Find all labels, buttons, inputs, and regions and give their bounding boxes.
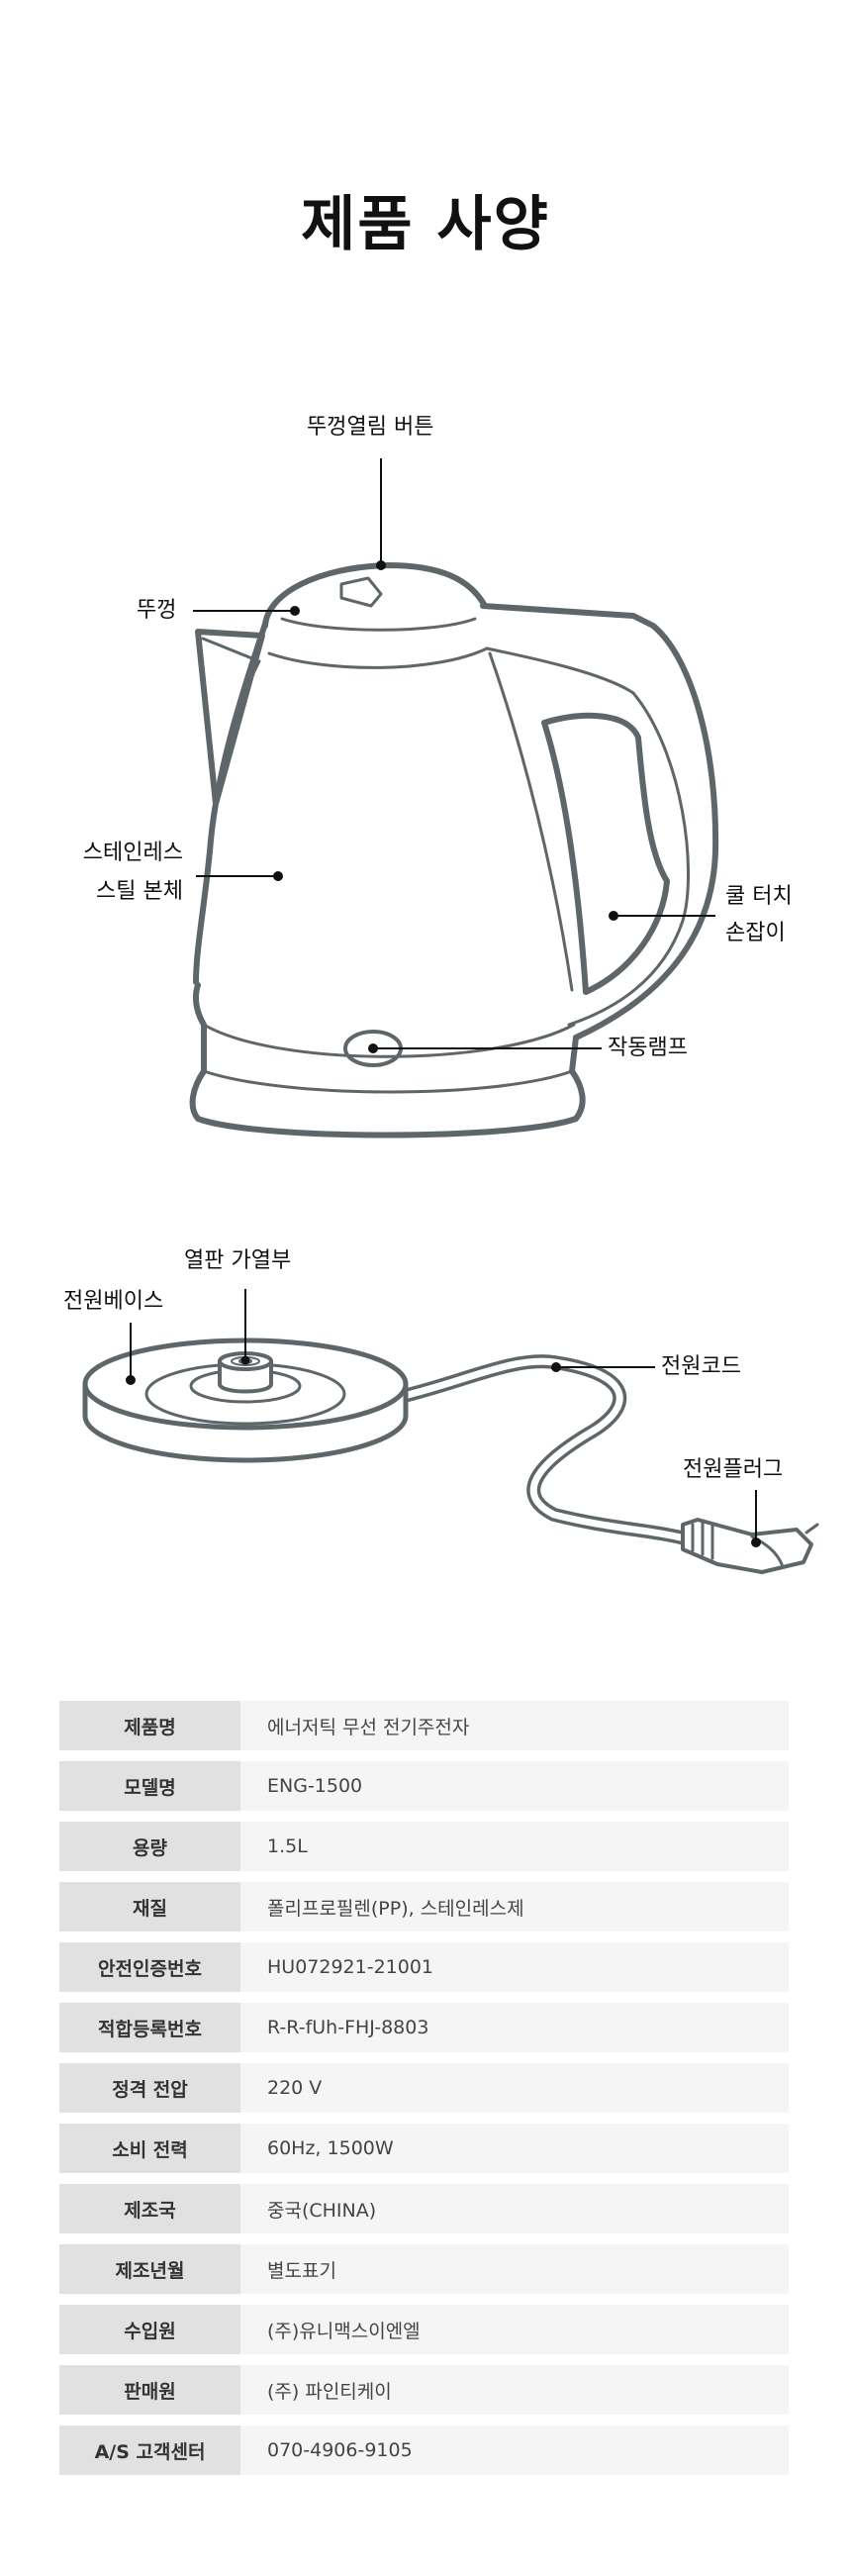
kettle-spout: [195, 629, 265, 807]
label-body-line1: 스테인레스: [82, 841, 183, 865]
spec-label: 제품명: [59, 1701, 240, 1750]
label-lamp: 작동램프: [608, 1036, 688, 1060]
kettle-top-cap: [480, 603, 719, 1040]
kettle-band: [202, 1023, 576, 1094]
kettle-body-right: [488, 651, 574, 992]
spec-value: R-R-fUh-FHJ-8803: [240, 2003, 789, 2052]
label-power-base: 전원베이스: [63, 1289, 164, 1314]
spec-label: 정격 전압: [59, 2063, 240, 2113]
spec-label: 소비 전력: [59, 2124, 240, 2173]
page-title: 제품 사양: [301, 190, 550, 259]
spec-label: 판매원: [59, 2365, 240, 2415]
spec-value: ENG-1500: [240, 1761, 789, 1811]
label-body-line2: 스틸 본체: [96, 879, 183, 904]
spec-label: 적합등록번호: [59, 2003, 240, 2052]
spec-value: 별도표기: [240, 2244, 789, 2294]
spec-value: 070-4906-9105: [240, 2426, 789, 2475]
label-handle-line1: 쿨 터치: [725, 884, 793, 909]
spec-value: 1.5L: [240, 1822, 789, 1871]
kettle-handle-seam: [485, 646, 691, 1027]
kettle-handle-opening: [541, 712, 670, 995]
kettle-lid: [262, 562, 488, 629]
spec-value: HU072921-21001: [240, 1942, 789, 1992]
spec-label: 재질: [59, 1882, 240, 1932]
spec-label: A/S 고객센터: [59, 2426, 240, 2475]
label-power-cord: 전원코드: [661, 1354, 741, 1379]
spec-value: 60Hz, 1500W: [240, 2124, 789, 2173]
kettle-illustration: [189, 458, 719, 1139]
spec-label: 수입원: [59, 2305, 240, 2354]
spec-label: 모델명: [59, 1761, 240, 1811]
label-handle-line2: 손잡이: [725, 921, 786, 945]
label-lid-button: 뚜껑열림 버튼: [307, 415, 434, 440]
spec-label: 용량: [59, 1822, 240, 1871]
spec-value: 중국(CHINA): [240, 2184, 789, 2233]
spec-label: 제조국: [59, 2184, 240, 2233]
spec-row: 수입원(주)유니맥스이엔엘: [59, 2305, 789, 2354]
spec-label: 안전인증번호: [59, 1942, 240, 1992]
spec-value: 폴리프로필렌(PP), 스테인레스제: [240, 1882, 789, 1932]
kettle-base: [189, 982, 586, 1139]
label-power-plug: 전원플러그: [683, 1457, 784, 1482]
spec-value: 220 V: [240, 2063, 789, 2113]
power-base-illustration: [82, 1289, 819, 1574]
spec-value: (주)유니맥스이엔엘: [240, 2305, 789, 2354]
kettle-lid-button: [339, 576, 383, 608]
spec-row: 판매원(주) 파인티케이: [59, 2365, 789, 2415]
label-lid: 뚜껑: [137, 598, 177, 623]
kettle-lid-rim: [267, 617, 489, 669]
kettle-body: [193, 621, 268, 985]
spec-label: 제조년월: [59, 2244, 240, 2294]
spec-value: 에너저틱 무선 전기주전자: [240, 1701, 789, 1750]
spec-value: (주) 파인티케이: [240, 2365, 789, 2415]
label-heater: 열판 가열부: [184, 1248, 292, 1273]
